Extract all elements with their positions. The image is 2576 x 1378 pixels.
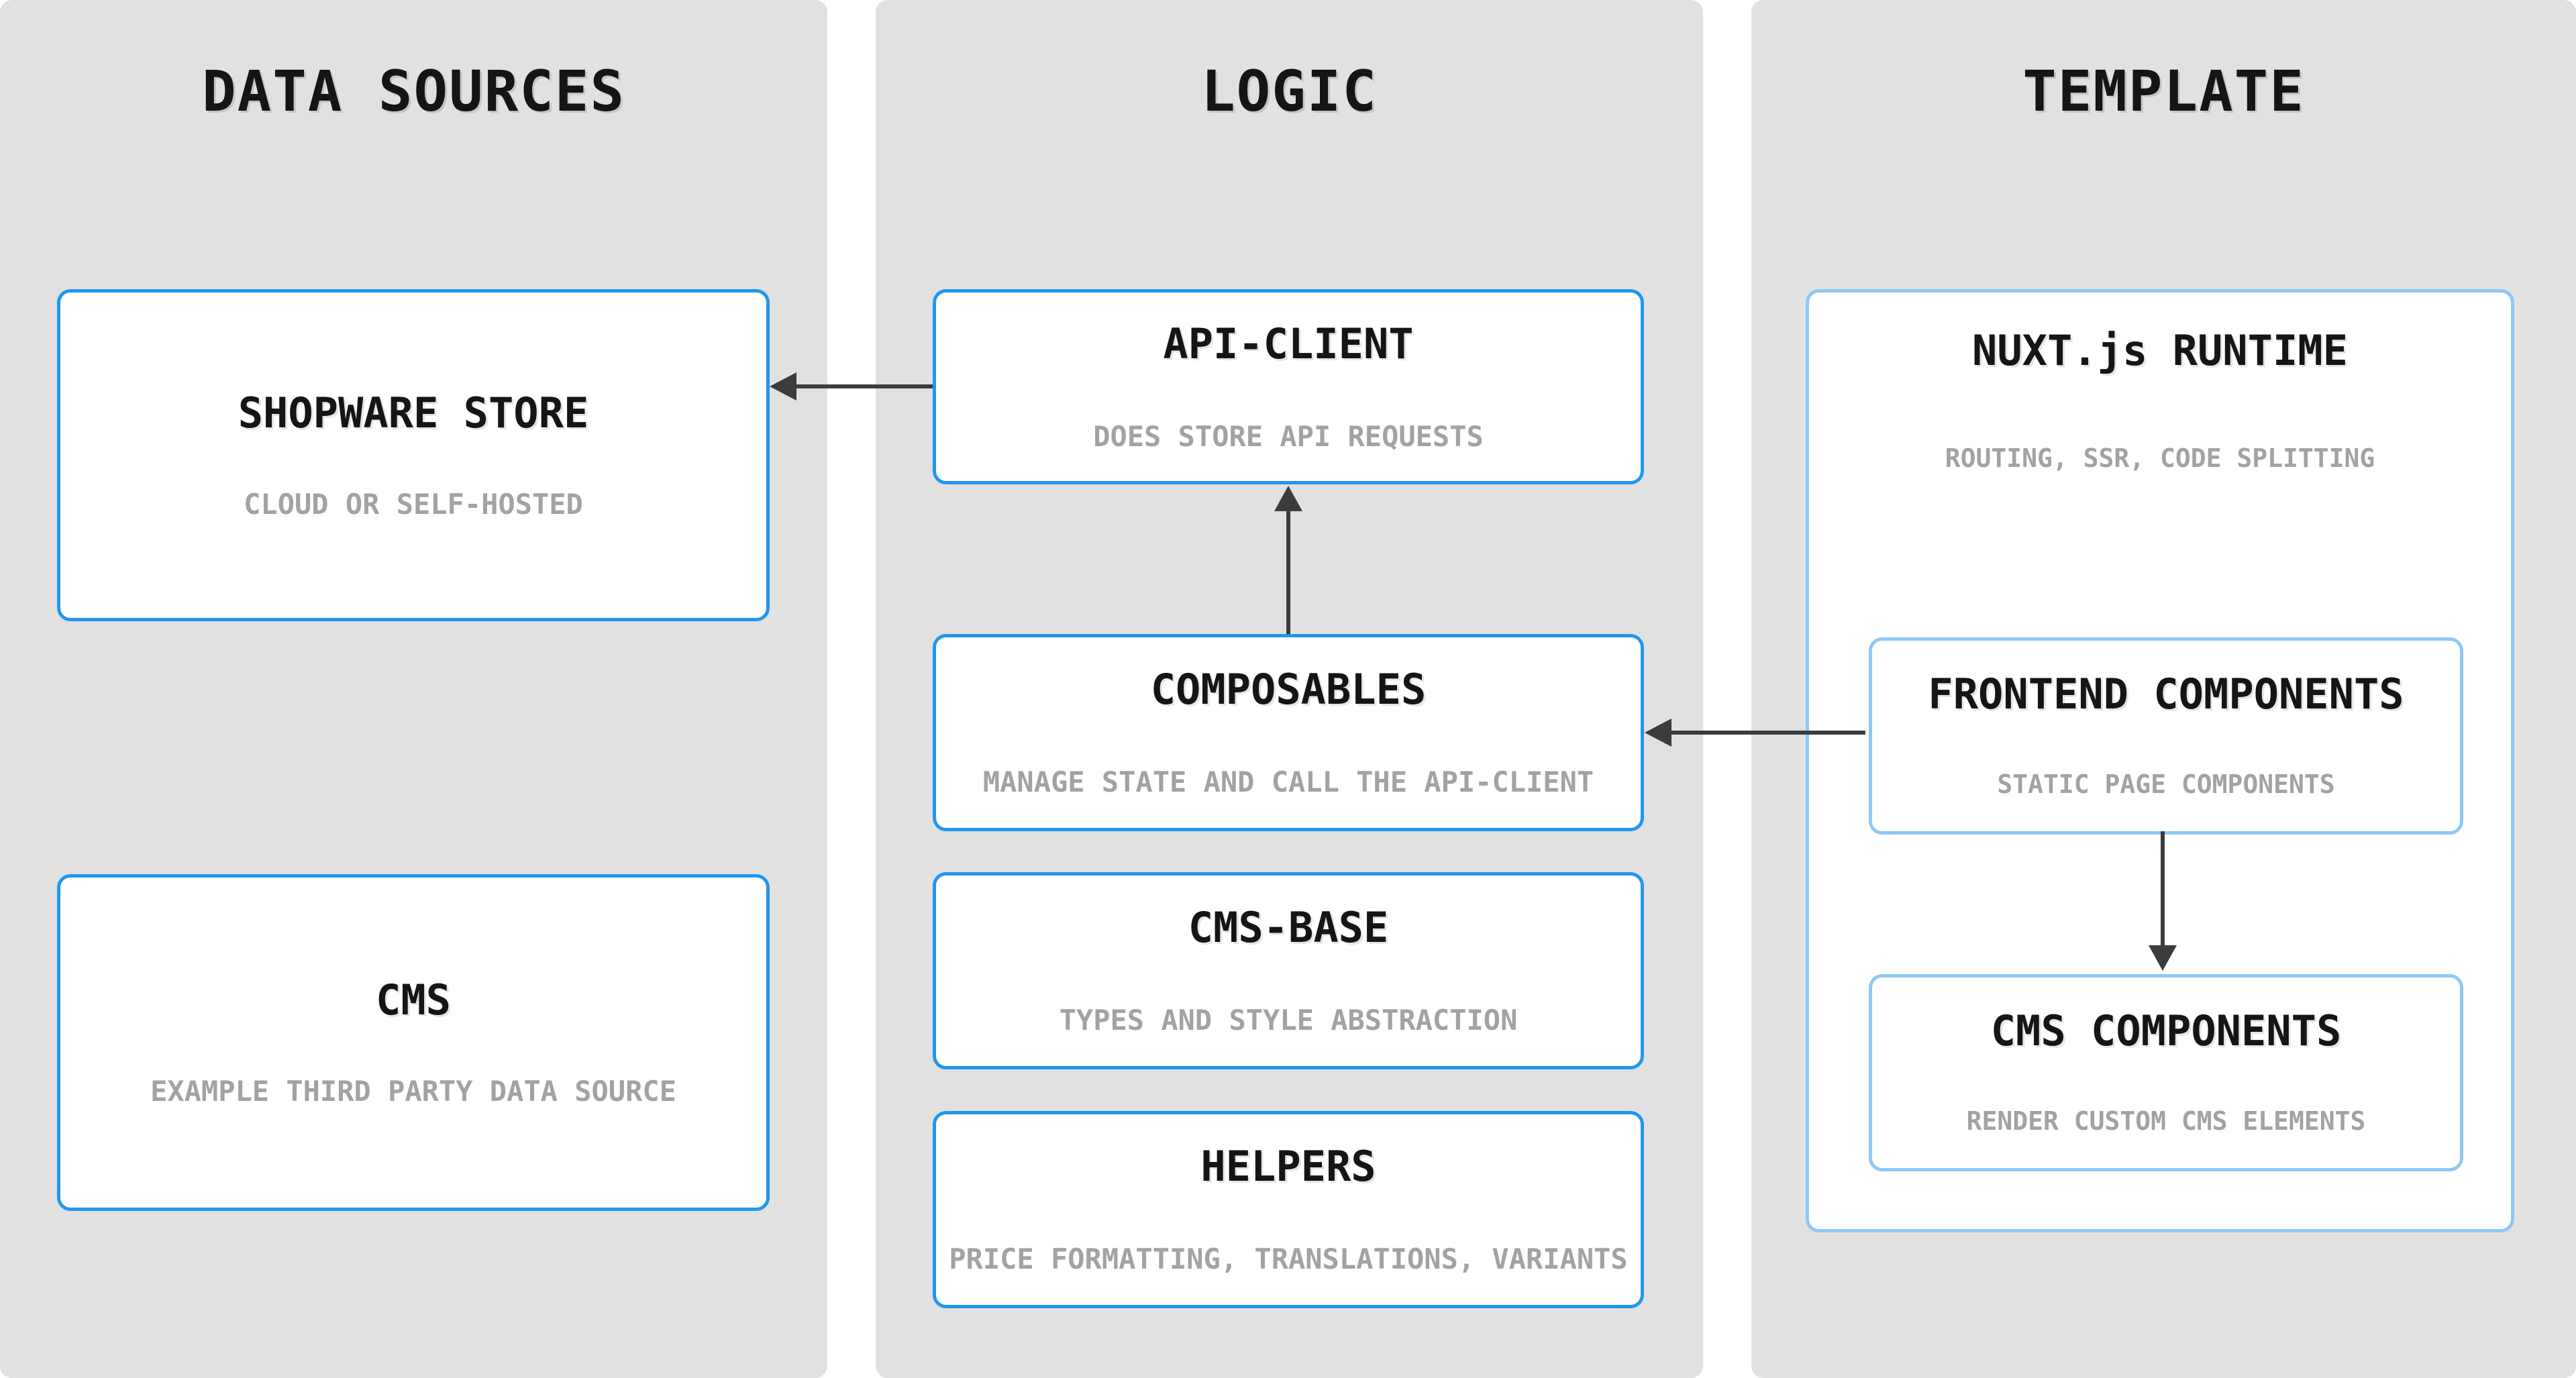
panel-title-data-sources: DATA SOURCES: [202, 58, 625, 124]
box-title-cms: CMS: [376, 975, 451, 1024]
box-title-shopware-store: SHOPWARE STORE: [238, 388, 589, 437]
box-cms: CMS EXAMPLE THIRD PARTY DATA SOURCE: [57, 874, 770, 1211]
box-title-api-client: API-CLIENT: [1163, 319, 1414, 368]
panel-title-logic: LOGIC: [1201, 58, 1378, 124]
panel-data-sources: DATA SOURCES SHOPWARE STORE CLOUD OR SEL…: [0, 0, 827, 1378]
box-subtitle-nuxt-runtime: ROUTING, SSR, CODE SPLITTING: [1945, 443, 2375, 473]
arrow-up-icon: [1274, 486, 1302, 511]
box-subtitle-cms-base: TYPES AND STYLE ABSTRACTION: [1059, 1004, 1518, 1037]
arrow-line: [795, 384, 933, 388]
arrow-left-icon: [770, 372, 796, 401]
box-helpers: HELPERS PRICE FORMATTING, TRANSLATIONS, …: [933, 1111, 1644, 1308]
arrow-left-icon: [1645, 719, 1671, 747]
arrow-down-icon: [2149, 945, 2177, 971]
box-cms-base: CMS-BASE TYPES AND STYLE ABSTRACTION: [933, 872, 1644, 1069]
box-title-cms-base: CMS-BASE: [1188, 903, 1389, 952]
box-title-nuxt-runtime: NUXT.js RUNTIME: [1972, 326, 2348, 375]
arrow-line: [1670, 731, 1865, 735]
box-subtitle-helpers: PRICE FORMATTING, TRANSLATIONS, VARIANTS: [949, 1242, 1628, 1275]
arrow-line: [1286, 510, 1290, 634]
box-nuxt-runtime: NUXT.js RUNTIME ROUTING, SSR, CODE SPLIT…: [1806, 289, 2514, 1232]
box-subtitle-frontend-components: STATIC PAGE COMPONENTS: [1997, 770, 2335, 799]
box-subtitle-api-client: DOES STORE API REQUESTS: [1093, 419, 1484, 453]
box-frontend-components: FRONTEND COMPONENTS STATIC PAGE COMPONEN…: [1869, 637, 2463, 835]
box-cms-components: CMS COMPONENTS RENDER CUSTOM CMS ELEMENT…: [1869, 974, 2463, 1171]
panel-template: TEMPLATE NUXT.js RUNTIME ROUTING, SSR, C…: [1751, 0, 2576, 1378]
box-title-cms-components: CMS COMPONENTS: [1990, 1006, 2342, 1055]
arrow-line: [2161, 831, 2165, 947]
panel-title-template: TEMPLATE: [2022, 58, 2305, 124]
box-api-client: API-CLIENT DOES STORE API REQUESTS: [933, 289, 1644, 484]
panel-logic: LOGIC API-CLIENT DOES STORE API REQUESTS…: [876, 0, 1703, 1378]
box-title-composables: COMPOSABLES: [1150, 665, 1427, 714]
box-composables: COMPOSABLES MANAGE STATE AND CALL THE AP…: [933, 634, 1644, 831]
box-subtitle-cms: EXAMPLE THIRD PARTY DATA SOURCE: [150, 1075, 676, 1108]
box-subtitle-shopware-store: CLOUD OR SELF-HOSTED: [244, 487, 583, 521]
box-title-frontend-components: FRONTEND COMPONENTS: [1928, 670, 2404, 719]
box-subtitle-composables: MANAGE STATE AND CALL THE API-CLIENT: [982, 765, 1594, 798]
box-subtitle-cms-components: RENDER CUSTOM CMS ELEMENTS: [1966, 1106, 2366, 1136]
box-shopware-store: SHOPWARE STORE CLOUD OR SELF-HOSTED: [57, 289, 770, 621]
box-title-helpers: HELPERS: [1200, 1142, 1376, 1191]
